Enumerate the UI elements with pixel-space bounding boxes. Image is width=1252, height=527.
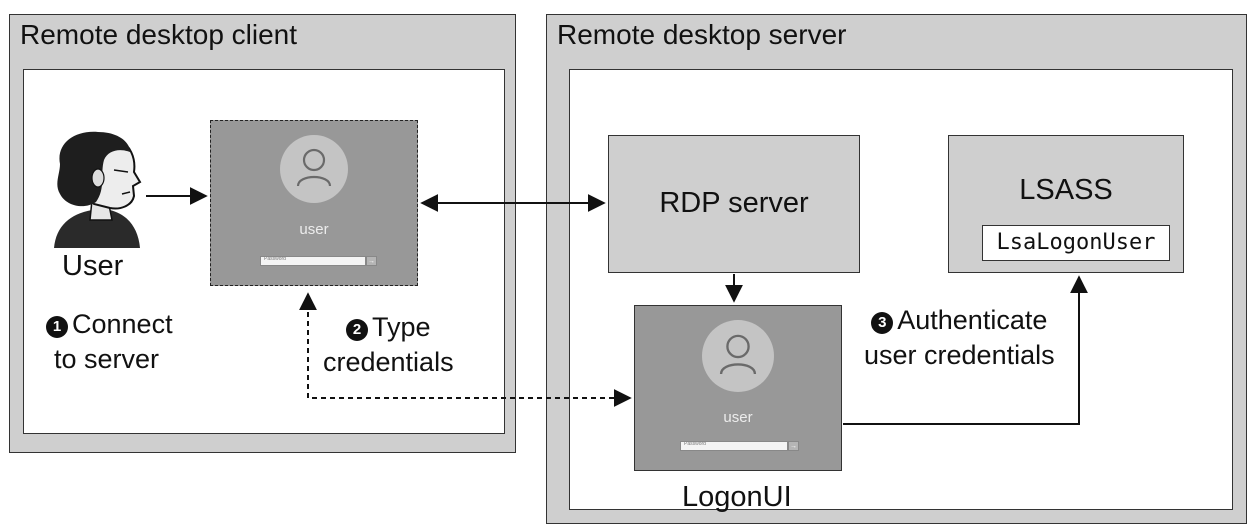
rdp-server-label: RDP server: [659, 187, 809, 219]
lsass-box: LSASS LsaLogonUser: [948, 135, 1184, 273]
client-password-field[interactable]: Password: [260, 256, 366, 266]
logonui-screen: user Password →: [634, 305, 842, 471]
logonui-username: user: [723, 409, 753, 426]
credentials-dashed-arrow: [299, 292, 632, 407]
user-icon: [48, 130, 146, 248]
rdp-server-box: RDP server: [608, 135, 860, 273]
logonui-submit-button[interactable]: →: [788, 441, 799, 451]
client-avatar: [280, 135, 348, 203]
server-panel-title: Remote desktop server: [557, 19, 847, 50]
step-3-text-line2: user credentials: [864, 340, 1055, 370]
step-1-text-line2: to server: [54, 344, 160, 374]
person-icon: [296, 148, 332, 187]
logonui-avatar: [702, 320, 774, 392]
lsalogonuser-function: LsaLogonUser: [982, 225, 1170, 261]
client-login-screen: user Password →: [210, 120, 418, 286]
person-icon: [719, 334, 757, 375]
lsass-label: LSASS: [1019, 174, 1113, 206]
step-1-text-line1: Connect: [72, 309, 173, 339]
logonui-password-field[interactable]: Password: [680, 441, 788, 451]
step-3-badge: 3: [871, 312, 894, 334]
client-panel-title: Remote desktop client: [20, 19, 298, 50]
user-label: User: [62, 250, 124, 282]
authenticate-arrow: [843, 275, 1088, 425]
client-screen-username: user: [299, 221, 329, 238]
step-3-text-line1: Authenticate: [897, 305, 1048, 335]
step-1-badge: 1: [46, 316, 68, 338]
client-submit-button[interactable]: →: [366, 256, 377, 266]
logonui-label: LogonUI: [682, 481, 792, 513]
